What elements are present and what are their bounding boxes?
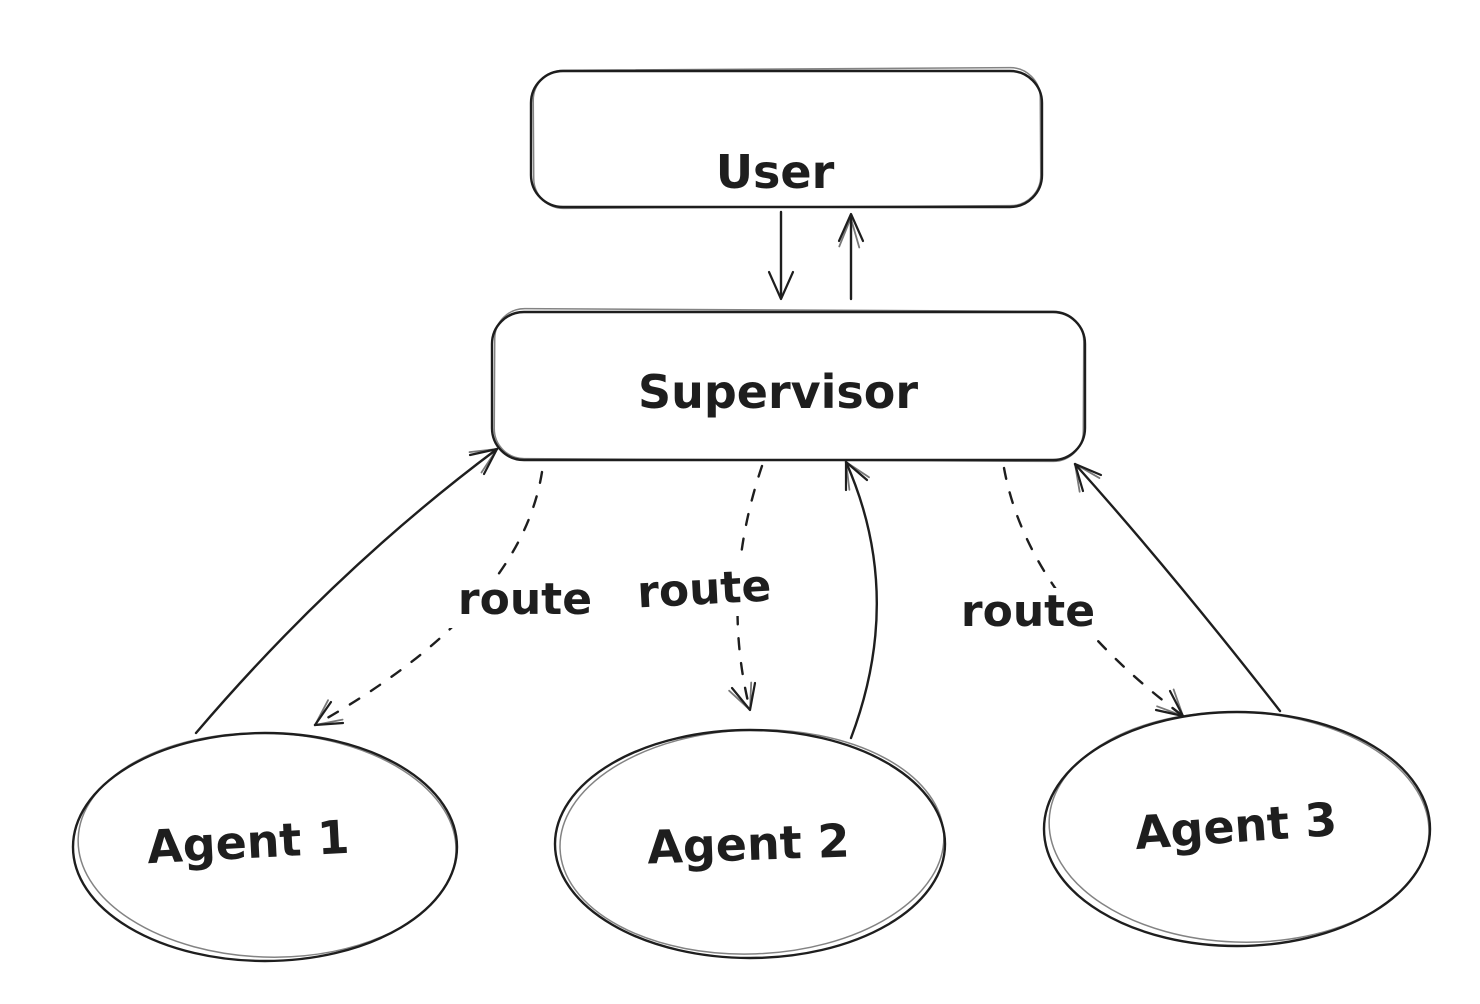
node-supervisor xyxy=(490,307,1087,463)
edge-agent3-supervisor xyxy=(1073,462,1282,713)
edge-layer xyxy=(194,210,1282,740)
node-agent3 xyxy=(1042,710,1432,948)
edge-user-supervisor xyxy=(767,210,795,301)
edge-label-masks xyxy=(448,562,1108,640)
edge-supervisor-user xyxy=(837,212,865,301)
route-label-agent1: route xyxy=(458,574,592,625)
agent1-label: Agent 1 xyxy=(146,810,351,875)
node-agent2 xyxy=(553,728,947,960)
node-agent1 xyxy=(71,731,459,963)
route-label-agent2: route xyxy=(636,561,773,619)
supervisor-label: Supervisor xyxy=(638,365,918,419)
node-layer xyxy=(71,66,1432,963)
node-user xyxy=(529,66,1044,210)
label-layer: User Supervisor Agent 1 Agent 2 Agent 3 … xyxy=(146,145,1339,875)
user-label: User xyxy=(716,145,835,199)
edge-agent1-supervisor xyxy=(194,447,499,735)
agent2-label: Agent 2 xyxy=(646,813,850,874)
edge-agent2-supervisor xyxy=(844,460,878,740)
route-label-agent3: route xyxy=(961,586,1095,637)
